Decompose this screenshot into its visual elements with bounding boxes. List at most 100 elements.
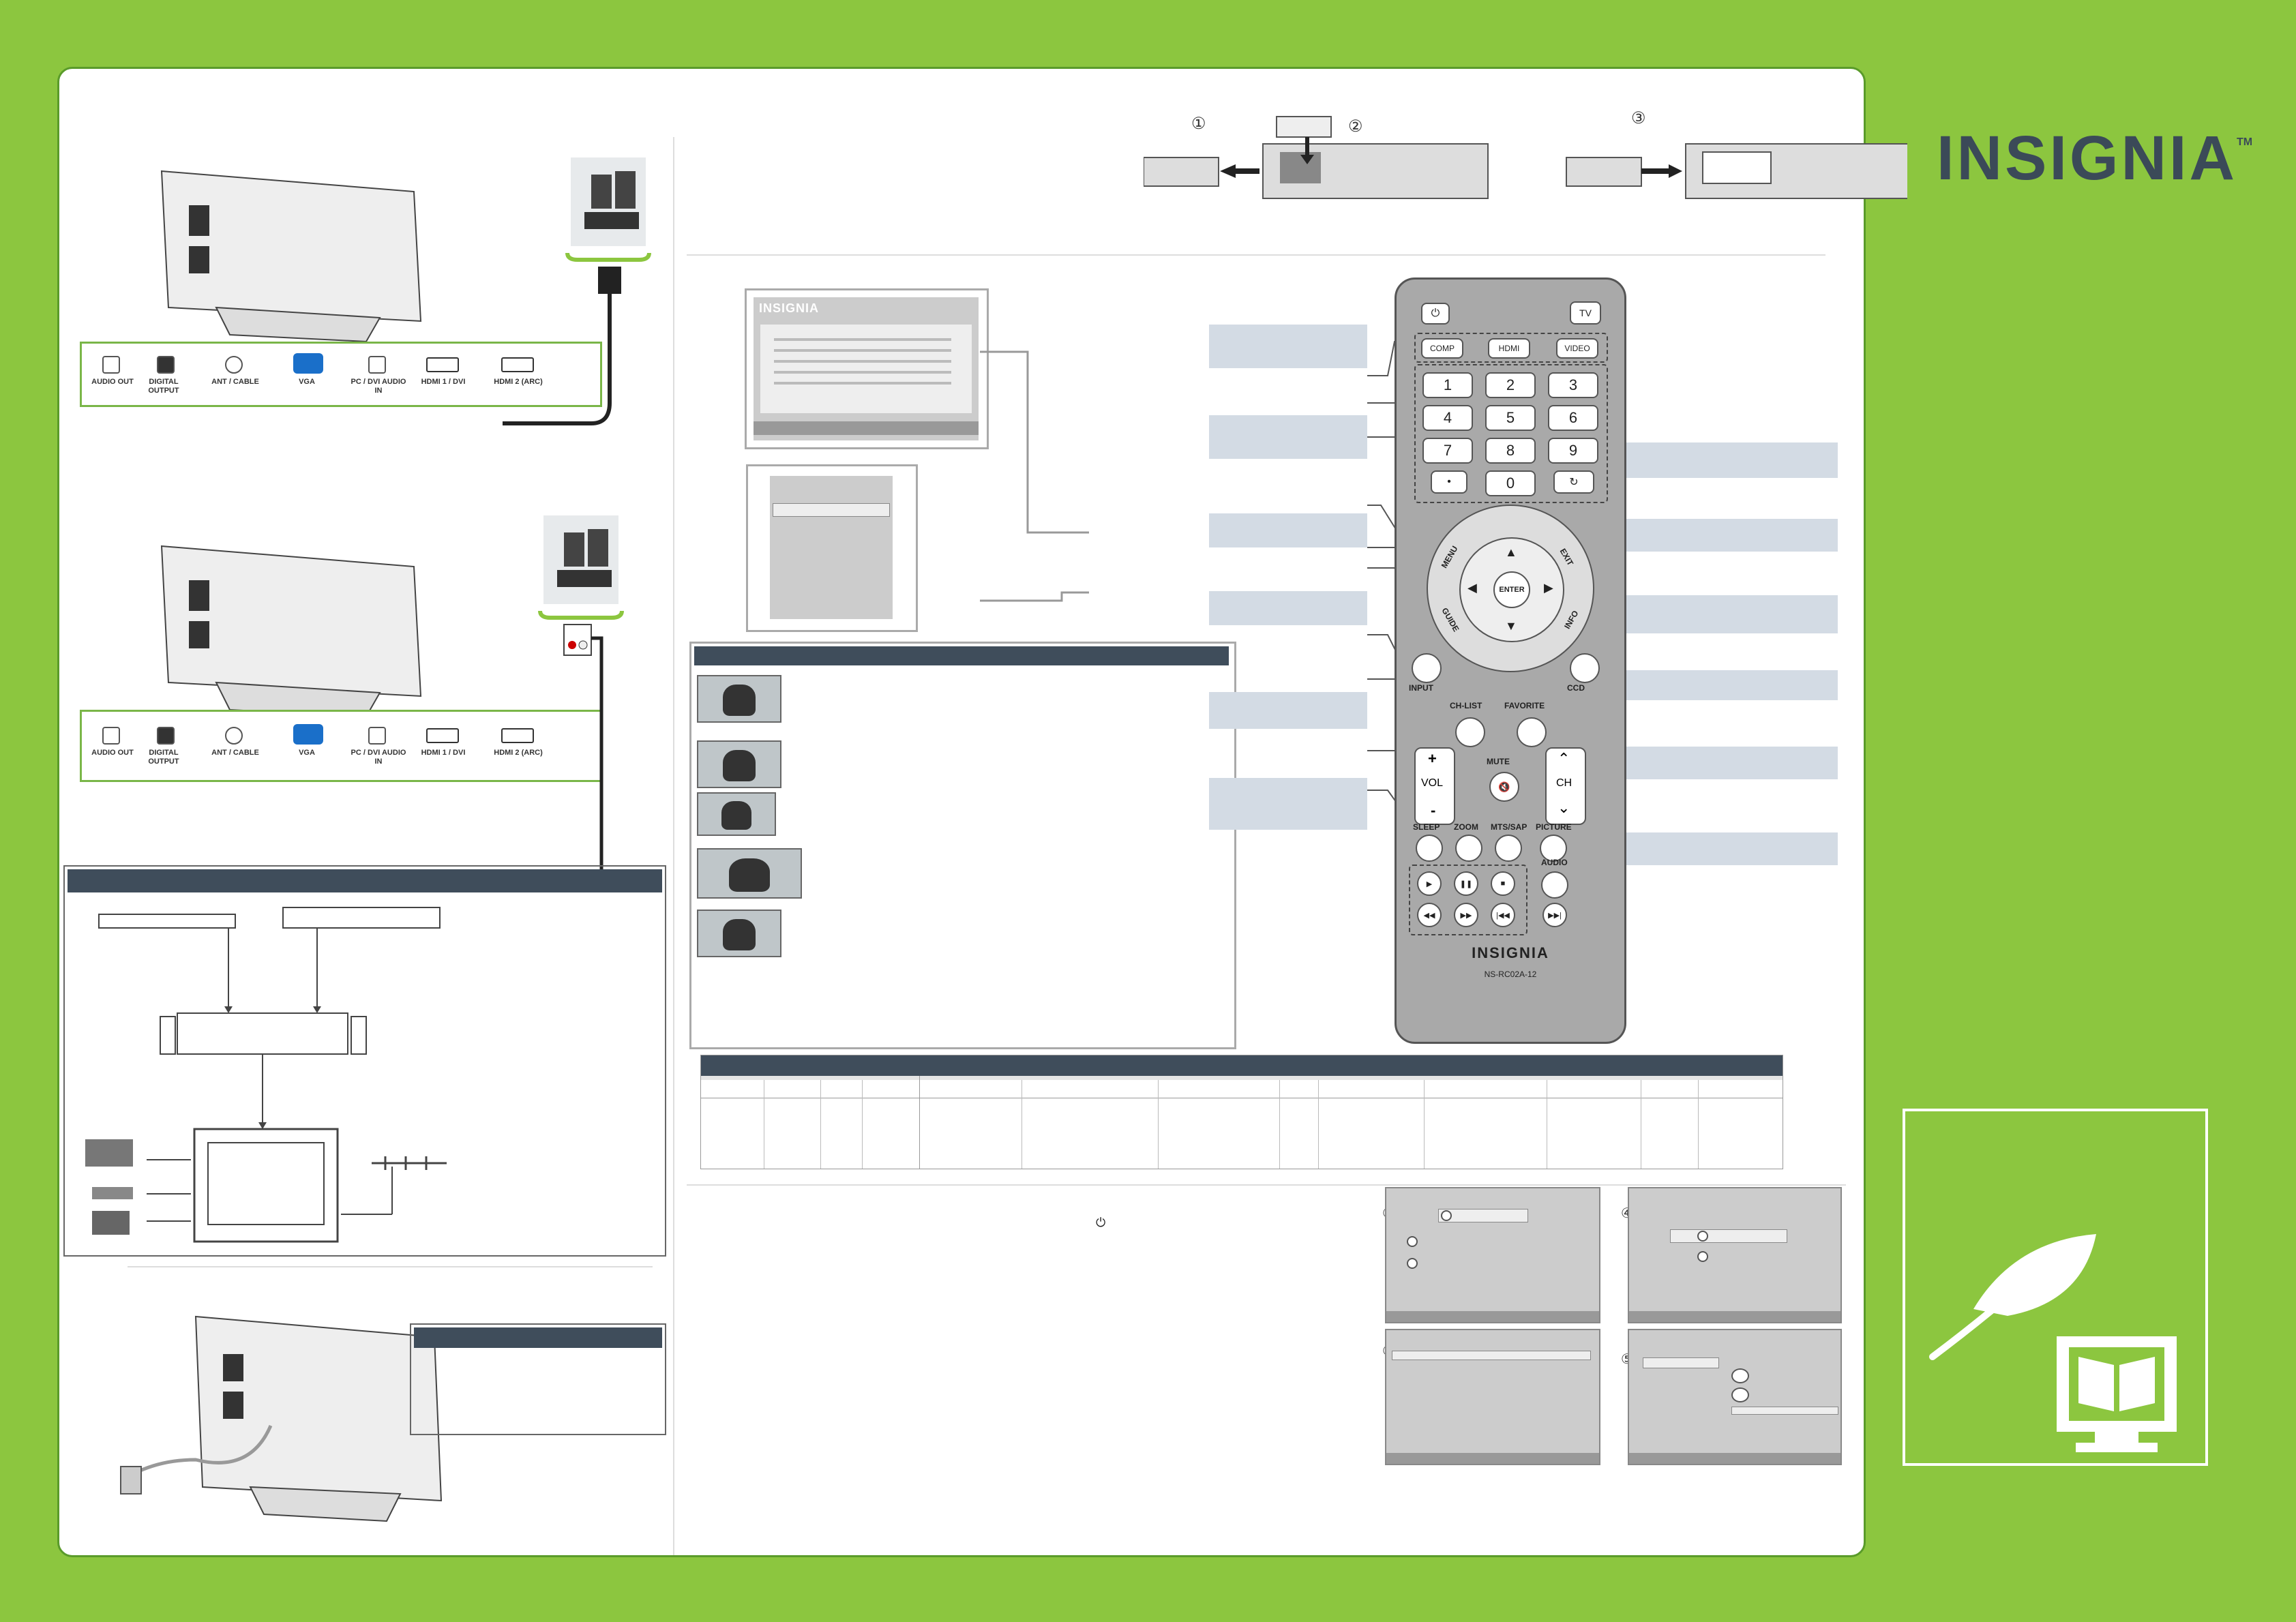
digit-3-button[interactable]: 3 xyxy=(1548,372,1598,398)
digital-output-jack-icon xyxy=(157,356,175,374)
audio-out-jack-icon xyxy=(102,727,120,745)
channel-list-screen xyxy=(770,476,893,619)
insignia-logo: INSIGNIA xyxy=(1937,123,2237,193)
pause-button[interactable]: ❚❚ xyxy=(1454,871,1478,896)
mute-label: MUTE xyxy=(1487,757,1510,766)
home-theater-panel xyxy=(63,865,666,1257)
info-button[interactable]: INFO xyxy=(1562,609,1581,631)
tv-button[interactable]: TV xyxy=(1570,301,1601,325)
channel-list-mockup xyxy=(746,464,918,632)
digit-6-button[interactable]: 6 xyxy=(1548,405,1598,431)
port-label: HDMI 1 / DVI xyxy=(421,749,466,757)
input-button[interactable] xyxy=(1412,653,1442,683)
comp-button[interactable]: COMP xyxy=(1421,338,1463,359)
port-label: DIGITAL OUTPUT xyxy=(148,749,179,766)
audio-system-analog-illustration xyxy=(482,515,624,879)
digit-5-button[interactable]: 5 xyxy=(1485,405,1536,431)
power-button[interactable]: ⏻ xyxy=(1421,303,1450,325)
favorite-label: FAVORITE xyxy=(1504,701,1545,710)
fast-forward-button[interactable]: ▶▶ xyxy=(1454,903,1478,927)
callout-box xyxy=(1209,778,1367,830)
picture-modes-header-bar xyxy=(694,646,1229,665)
callout-box xyxy=(1209,591,1367,625)
right-arrow-icon[interactable]: ▶ xyxy=(1544,581,1553,595)
volume-rocker[interactable]: + VOL - xyxy=(1414,747,1455,825)
port-label: ANT / CABLE xyxy=(211,749,259,757)
previous-button[interactable]: |◀◀ xyxy=(1491,903,1515,927)
ccd-button[interactable] xyxy=(1570,653,1600,683)
picture-sample-image xyxy=(697,910,781,957)
picture-sample-image xyxy=(697,848,802,899)
digit-0-button[interactable]: 0 xyxy=(1485,470,1536,496)
favorite-button[interactable] xyxy=(1517,717,1547,747)
digit-4-button[interactable]: 4 xyxy=(1422,405,1473,431)
picture-button[interactable] xyxy=(1540,835,1567,862)
channel-down-icon[interactable]: ⌄ xyxy=(1557,799,1570,816)
battery-install-illustration xyxy=(1144,116,1907,199)
video-button[interactable]: VIDEO xyxy=(1556,338,1598,359)
digital-output-jack-icon xyxy=(157,727,175,745)
sleep-label: SLEEP xyxy=(1413,822,1440,832)
picture-label: PICTURE xyxy=(1536,822,1572,832)
tv-power-cord-illustration xyxy=(120,1315,443,1522)
digit-8-button[interactable]: 8 xyxy=(1485,438,1536,464)
port-label: VGA xyxy=(299,378,315,386)
channel-rocker[interactable]: ⌃ CH ⌄ xyxy=(1545,747,1586,825)
port-label: HDMI 2 (ARC) xyxy=(494,749,543,757)
mts-label: MTS/SAP xyxy=(1491,822,1527,832)
mute-button[interactable]: 🔇 xyxy=(1489,772,1519,802)
callout-box xyxy=(1585,832,1838,865)
vga-port-icon xyxy=(293,353,323,374)
callout-connector-lines xyxy=(980,350,1089,602)
sleep-button[interactable] xyxy=(1416,835,1443,862)
digit-7-button[interactable]: 7 xyxy=(1422,438,1473,464)
leaf-manual-icon xyxy=(1929,1234,2177,1452)
digit-9-button[interactable]: 9 xyxy=(1548,438,1598,464)
audio-system-digital-illustration xyxy=(503,157,651,425)
menu-button[interactable]: MENU xyxy=(1439,544,1460,570)
note-header-bar xyxy=(414,1327,662,1348)
down-arrow-icon[interactable]: ▼ xyxy=(1505,619,1517,633)
dpad[interactable]: ▲ ▼ ◀ ▶ ENTER xyxy=(1459,537,1564,642)
setup-screen-2 xyxy=(1385,1187,1600,1323)
trademark-mark: TM xyxy=(2237,136,2253,148)
home-theater-diagram xyxy=(85,907,447,1243)
next-button[interactable]: ▶▶| xyxy=(1542,903,1567,927)
pc-audio-jack-icon xyxy=(368,727,386,745)
recall-button[interactable]: ↻ xyxy=(1553,470,1594,494)
column-divider xyxy=(673,137,674,1555)
exit-button[interactable]: EXIT xyxy=(1557,546,1576,568)
rewind-button[interactable]: ◀◀ xyxy=(1417,903,1442,927)
digit-1-button[interactable]: 1 xyxy=(1422,372,1473,398)
enter-button[interactable]: ENTER xyxy=(1493,571,1530,608)
left-arrow-icon[interactable]: ◀ xyxy=(1467,581,1477,595)
guide-button[interactable]: GUIDE xyxy=(1440,606,1461,633)
callout-box xyxy=(1209,692,1367,729)
port-label: HDMI 2 (ARC) xyxy=(494,378,543,386)
audio-button[interactable] xyxy=(1541,871,1568,899)
up-arrow-icon[interactable]: ▲ xyxy=(1505,545,1517,559)
spec-table xyxy=(700,1055,1783,1169)
ch-list-button[interactable] xyxy=(1455,717,1485,747)
stop-button[interactable]: ■ xyxy=(1491,871,1515,896)
hdmi2-port-icon xyxy=(501,728,534,743)
volume-up-icon[interactable]: + xyxy=(1428,750,1437,767)
mts-sap-button[interactable] xyxy=(1495,835,1522,862)
channel-up-icon[interactable]: ⌃ xyxy=(1557,750,1570,767)
hdmi-button[interactable]: HDMI xyxy=(1488,338,1530,359)
port-label: HDMI 1 / DVI xyxy=(421,378,466,386)
back-panel-ports: AUDIO OUT DIGITAL OUTPUT ANT / CABLE VGA… xyxy=(80,710,602,782)
digit-2-button[interactable]: 2 xyxy=(1485,372,1536,398)
callout-box xyxy=(1585,747,1838,779)
volume-label: VOL xyxy=(1421,777,1444,789)
play-button[interactable]: ▶ xyxy=(1417,871,1442,896)
battery-step-3: ③ xyxy=(1631,109,1646,127)
dot-button[interactable]: • xyxy=(1431,470,1467,494)
callout-box xyxy=(1585,595,1838,633)
zoom-button[interactable] xyxy=(1455,835,1482,862)
port-label: AUDIO OUT xyxy=(91,749,134,757)
port-label: PC / DVI AUDIO IN xyxy=(351,749,406,766)
eco-manual-badge xyxy=(1903,1109,2208,1466)
port-label: PC / DVI AUDIO IN xyxy=(351,378,406,395)
volume-down-icon[interactable]: - xyxy=(1431,802,1436,819)
